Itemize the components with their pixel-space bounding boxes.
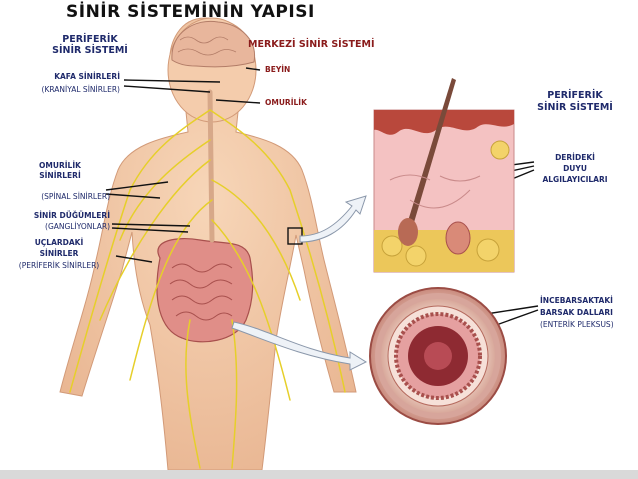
intestines bbox=[156, 237, 254, 343]
peripheral-system-top-label-1: PERİFERİK bbox=[62, 34, 118, 45]
brain-label: BEYİN bbox=[265, 65, 291, 74]
peripheral-system-right-label-1: PERİFERİK bbox=[547, 90, 603, 101]
ganglia-sub-label: (GANGLİYONLAR) bbox=[45, 222, 110, 231]
enteric-plexus-label: (ENTERİK PLEKSUS) bbox=[540, 320, 614, 329]
intestine-branches-label-1: İNCEBARSAKTAKİ bbox=[540, 296, 613, 305]
hair-shaft bbox=[404, 78, 456, 236]
skin-receptors-label-3: ALGILAYICILARI bbox=[542, 175, 608, 184]
skin-cross-section bbox=[373, 78, 515, 273]
hair-follicle bbox=[398, 218, 418, 246]
page-title: SİNİR SİSTEMİNİN YAPISI bbox=[66, 2, 315, 22]
terminal-nerves-sub-label: (PERİFERİK SİNİRLER) bbox=[18, 261, 100, 270]
spinal-nerves-label-1: OMURİLİK bbox=[39, 161, 81, 170]
spinal-nerves-label-2: SİNİRLERİ bbox=[39, 171, 81, 180]
spinal-cord-line bbox=[207, 89, 215, 243]
peripheral-system-top-label-2: SİNİR SİSTEMİ bbox=[52, 45, 128, 56]
cranial-nerves-sub-label: (KRANİYAL SİNİRLER) bbox=[41, 85, 120, 94]
spinal-cord-label: OMURİLİK bbox=[265, 98, 307, 107]
nerves bbox=[69, 89, 346, 469]
ganglia-label: SİNİR DÜĞÜMLERİ bbox=[33, 211, 110, 220]
intestine-cross-section bbox=[369, 287, 507, 425]
central-nervous-system-label: MERKEZİ SİNİR SİSTEMİ bbox=[248, 39, 375, 50]
cranial-nerves-label: KAFA SİNİRLERİ bbox=[54, 72, 120, 81]
pacinian-corpuscle bbox=[445, 221, 471, 255]
intestine-branches-label-2: BARSAK DALLARI bbox=[540, 308, 613, 317]
zoom-arrows bbox=[231, 195, 368, 371]
skin-receptors-label-1: DERİDEKİ bbox=[555, 153, 595, 162]
brain-shape bbox=[171, 20, 256, 68]
skin-receptors-label-2: DUYU bbox=[563, 164, 587, 173]
peripheral-system-right-label-2: SİNİR SİSTEMİ bbox=[537, 102, 613, 113]
bottom-strip bbox=[0, 470, 638, 479]
terminal-nerves-label-1: UÇLARDAKİ bbox=[34, 238, 84, 247]
terminal-nerves-label-2: SİNİRLER bbox=[39, 249, 79, 258]
spinal-nerves-sub-label: (SPİNAL SİNİRLER) bbox=[41, 192, 110, 201]
